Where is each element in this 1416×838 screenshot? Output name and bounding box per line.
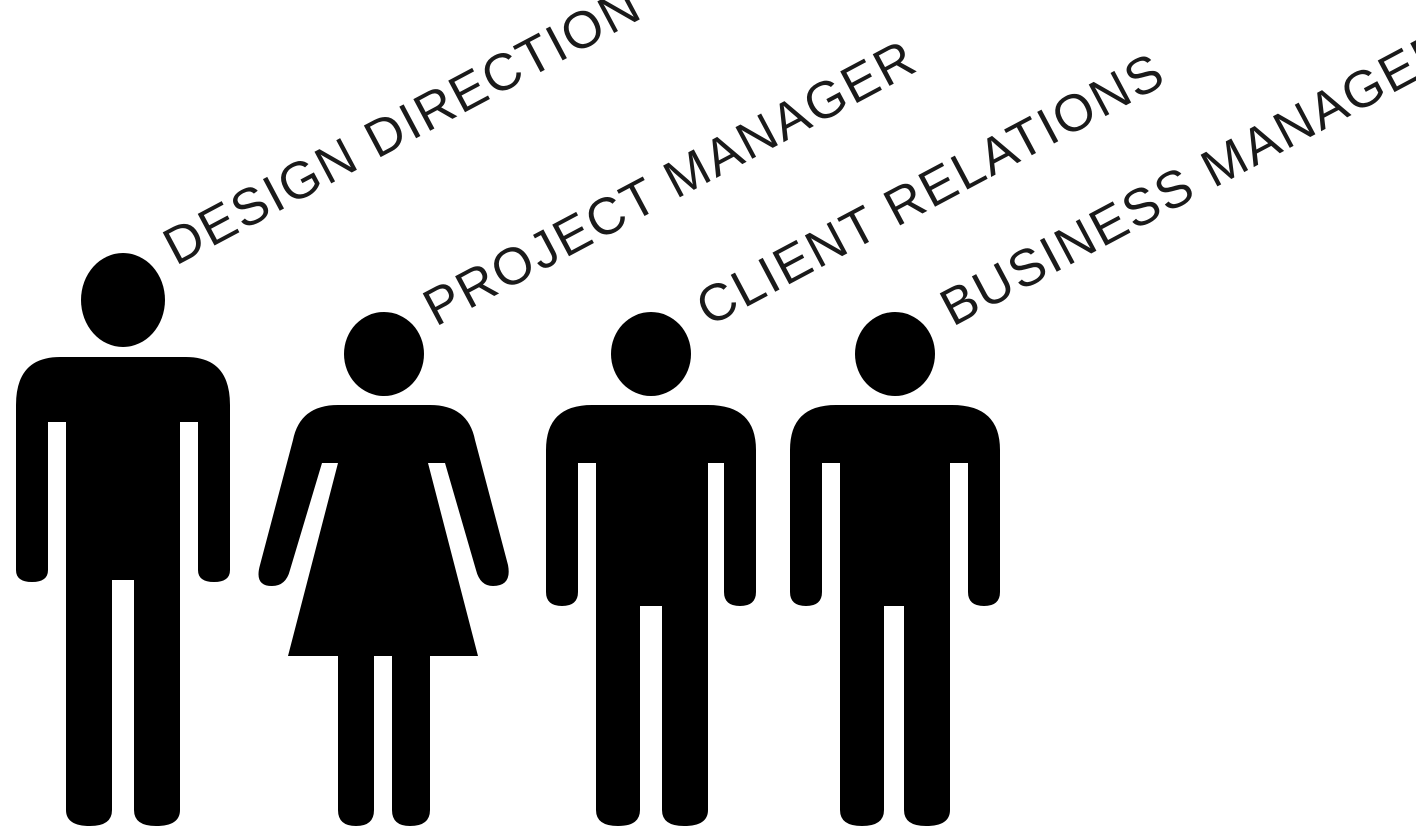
man-figure-icon [790, 312, 1000, 826]
man-figure-icon [546, 312, 756, 826]
man-figure-icon [16, 253, 230, 826]
woman-figure-icon [258, 312, 509, 826]
